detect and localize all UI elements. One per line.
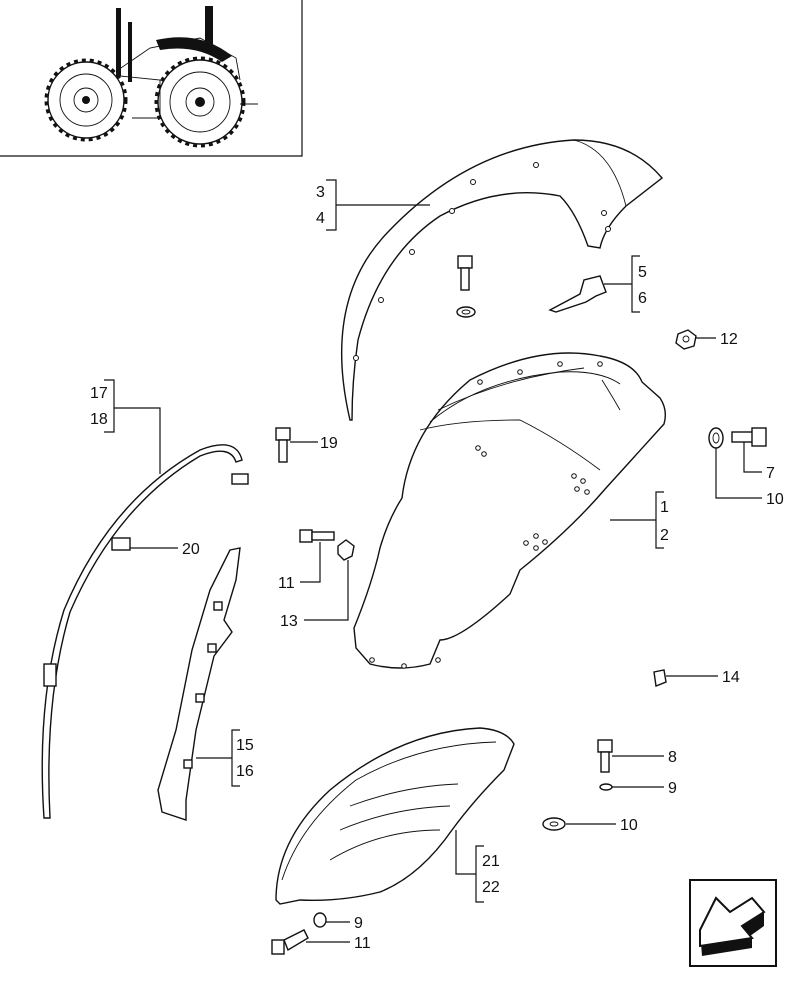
callout-4: 4 (316, 210, 325, 227)
bolt (456, 255, 476, 318)
lower-fender (275, 727, 515, 905)
callout-22: 22 (482, 879, 500, 896)
callout-16: 16 (236, 763, 254, 780)
callout-21: 21 (482, 853, 500, 870)
callout-9: 9 (668, 780, 677, 797)
bracket (548, 275, 607, 313)
bolt (542, 739, 613, 831)
callout-9b: 9 (354, 915, 363, 932)
bolt (271, 912, 327, 955)
callout-11: 11 (278, 575, 295, 592)
callout-13: 13 (280, 613, 298, 630)
nut (675, 329, 697, 350)
callout-19: 19 (320, 435, 338, 452)
callout-8: 8 (668, 749, 677, 766)
callout-17: 17 (90, 385, 108, 402)
callout-7: 7 (766, 465, 775, 482)
callout-10b: 10 (620, 817, 638, 834)
cap (653, 669, 667, 687)
callout-18: 18 (90, 411, 108, 428)
callout-5: 5 (638, 264, 647, 281)
bolt (299, 529, 355, 561)
callout-10: 10 (766, 491, 784, 508)
callout-20: 20 (182, 541, 200, 558)
upper-fender (341, 139, 664, 421)
bolt (275, 427, 291, 463)
callout-1: 1 (660, 499, 669, 516)
side-panel (157, 547, 241, 821)
back-arrow-icon[interactable] (689, 879, 777, 967)
main-fender (353, 352, 667, 669)
callout-14: 14 (722, 669, 740, 686)
tractor-locator-icon (0, 0, 303, 157)
bolt (708, 427, 767, 449)
callout-labels: 3 4 5 6 12 17 18 19 7 10 1 2 20 11 13 14… (90, 184, 784, 952)
callout-2: 2 (660, 527, 669, 544)
edge-strip (41, 444, 249, 819)
callout-3: 3 (316, 184, 325, 201)
callout-11b: 11 (354, 935, 371, 952)
callout-15: 15 (236, 737, 254, 754)
callout-6: 6 (638, 290, 647, 307)
leader-lines (104, 179, 762, 943)
callout-12: 12 (720, 331, 738, 348)
